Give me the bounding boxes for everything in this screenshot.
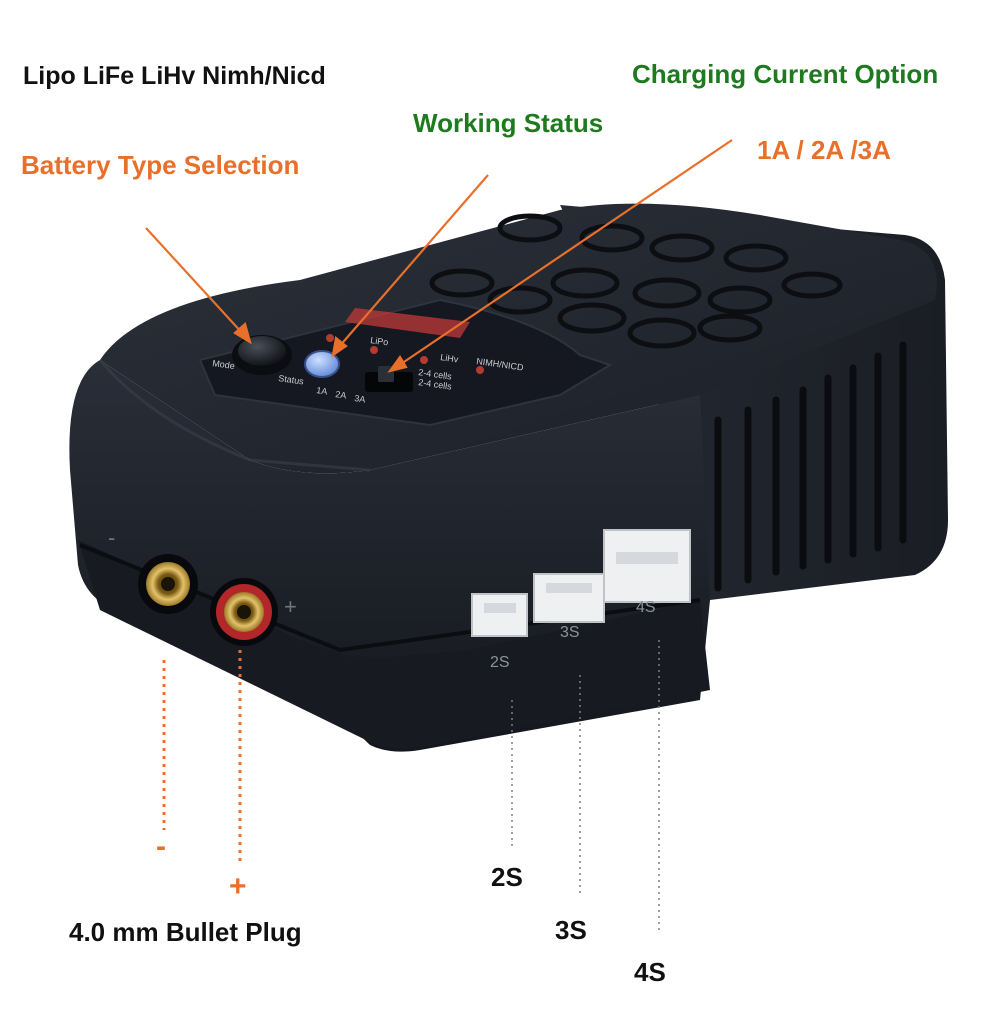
callout-arrows bbox=[145, 139, 733, 373]
mode-leds bbox=[326, 334, 484, 374]
positive-socket[interactable] bbox=[210, 578, 278, 646]
current-3a-print: 3A bbox=[354, 393, 366, 404]
brand-stripe bbox=[345, 308, 470, 338]
port-4s[interactable] bbox=[603, 529, 691, 603]
vent-slots bbox=[714, 341, 907, 592]
battery-types-label: Lipo LiFe LiHv Nimh/Nicd bbox=[23, 62, 326, 90]
plus-print: + bbox=[284, 594, 297, 619]
leader-lines-ports bbox=[511, 640, 660, 930]
negative-socket[interactable] bbox=[138, 554, 198, 614]
top-vent-circles bbox=[429, 213, 843, 349]
cell-3s-label: 3S bbox=[555, 915, 587, 945]
plus-label: + bbox=[229, 870, 247, 903]
port-3s-print: 3S bbox=[560, 624, 580, 641]
minus-label: - bbox=[156, 830, 166, 863]
leader-lines-plugs bbox=[162, 650, 242, 866]
minus-print: - bbox=[108, 525, 115, 550]
mode-button[interactable] bbox=[232, 335, 292, 375]
lipo-print: LiPo bbox=[370, 335, 389, 347]
lower-band bbox=[78, 540, 710, 750]
working-status-label: Working Status bbox=[413, 108, 604, 138]
cell-2s-label: 2S bbox=[491, 862, 523, 892]
port-2s[interactable] bbox=[471, 593, 528, 637]
port-4s-print: 4S bbox=[636, 599, 656, 616]
bullet-plug-label: 4.0 mm Bullet Plug bbox=[69, 917, 302, 947]
status-led-icon bbox=[304, 350, 340, 378]
battery-type-selection-label: Battery Type Selection bbox=[21, 150, 300, 180]
current-values-label: 1A / 2A /3A bbox=[757, 135, 891, 165]
current-1a-print: 1A bbox=[316, 385, 328, 396]
status-print: Status bbox=[278, 373, 305, 387]
mode-print: Mode bbox=[212, 358, 236, 371]
current-2a-print: 2A bbox=[335, 389, 347, 400]
cell-4s-label: 4S bbox=[634, 957, 666, 987]
balance-ports: 2S 3S 4S bbox=[471, 529, 691, 671]
lipo-cells-print: 2-4 cells bbox=[418, 367, 453, 382]
port-3s[interactable] bbox=[533, 573, 605, 623]
port-2s-print: 2S bbox=[490, 654, 510, 671]
charging-current-option-label: Charging Current Option bbox=[632, 59, 939, 89]
lihv-print: LiHv bbox=[440, 352, 460, 364]
nimh-cells-print: 2-4 cells bbox=[418, 377, 453, 392]
